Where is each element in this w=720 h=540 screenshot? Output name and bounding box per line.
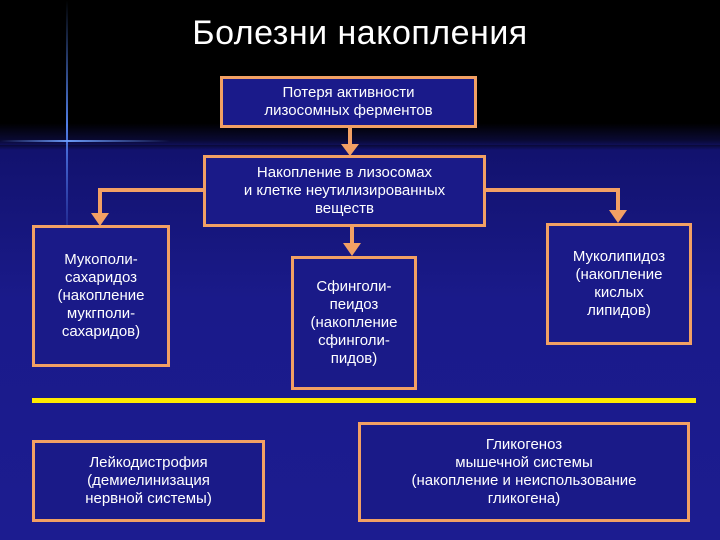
arrowhead-mucopoly — [91, 213, 109, 226]
box-glycogenosis: Гликогеноз мышечной системы (накопление … — [358, 422, 690, 522]
box-glyco-text: Гликогеноз мышечной системы (накопление … — [411, 436, 637, 507]
box-mucopolysaccharidosis: Мукополи- сахаридоз (накопление мукгполи… — [32, 225, 170, 367]
sparkle-horizontal — [0, 140, 170, 142]
box-leuko-text: Лейкодистрофия (демиелинизация нервной с… — [85, 454, 212, 507]
box-sphingolipidosis: Сфинголи- пеидоз (накопление сфинголи- п… — [291, 256, 417, 390]
box-accumulation-text: Накопление в лизосомах и клетке неутилиз… — [243, 164, 446, 217]
arrow-to-mucopoly — [98, 188, 205, 215]
box-sphingo-text: Сфинголи- пеидоз (накопление сфинголи- п… — [310, 278, 398, 367]
arrowhead-accumulation — [341, 144, 359, 156]
arrow-to-mucolipid — [486, 188, 620, 212]
box-mucolipidosis: Муколипидоз (накопление кислых липидов) — [546, 223, 692, 345]
box-accumulation: Накопление в лизосомах и клетке неутилиз… — [203, 155, 486, 227]
sparkle-vertical — [66, 0, 68, 250]
box-mucopoly-text: Мукополи- сахаридоз (накопление мукгполи… — [57, 251, 145, 340]
separator-line — [32, 398, 696, 403]
arrowhead-sphingo — [343, 243, 361, 256]
slide-title: Болезни накопления — [192, 14, 528, 52]
box-mucolipid-text: Муколипидоз (накопление кислых липидов) — [572, 248, 666, 319]
arrowhead-mucolipid — [609, 210, 627, 223]
box-leukodystrophy: Лейкодистрофия (демиелинизация нервной с… — [32, 440, 265, 522]
box-loss-text: Потеря активности лизосомных ферментов — [264, 84, 433, 119]
box-loss-of-activity: Потеря активности лизосомных ферментов — [220, 76, 477, 128]
